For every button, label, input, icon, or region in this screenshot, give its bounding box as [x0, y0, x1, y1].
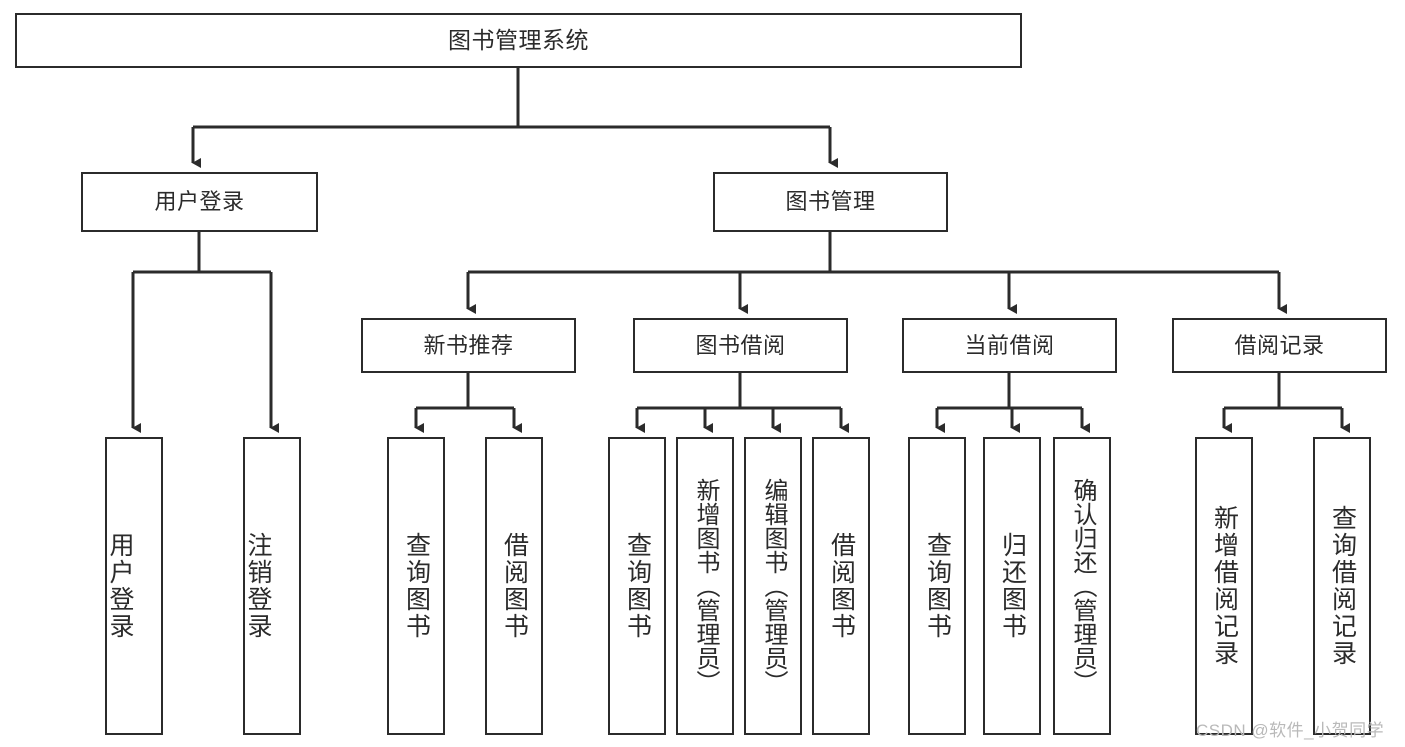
node-leaf-query-book-3-label: 查询图书 [923, 532, 952, 640]
node-current-borrow[interactable]: 当前借阅 [902, 318, 1117, 373]
node-new-book-recommend[interactable]: 新书推荐 [361, 318, 576, 373]
node-user-login[interactable]: 用户登录 [81, 172, 318, 232]
node-leaf-logout-label: 注销登录 [244, 532, 272, 640]
node-borrow-record-label: 借阅记录 [1234, 332, 1325, 358]
node-leaf-edit-book-label: 编辑图书（管理员） [760, 478, 787, 694]
node-new-book-recommend-label: 新书推荐 [423, 332, 514, 358]
node-leaf-logout[interactable]: 注销登录 [243, 437, 301, 735]
node-leaf-confirm-return[interactable]: 确认归还（管理员） [1053, 437, 1111, 735]
node-leaf-query-record-label: 查询借阅记录 [1328, 505, 1357, 667]
node-leaf-add-record-label: 新增借阅记录 [1210, 505, 1239, 667]
node-leaf-borrow-book-1[interactable]: 借阅图书 [485, 437, 543, 735]
node-leaf-query-book-2-label: 查询图书 [623, 532, 652, 640]
node-borrow-record[interactable]: 借阅记录 [1172, 318, 1387, 373]
node-leaf-query-record[interactable]: 查询借阅记录 [1313, 437, 1371, 735]
node-leaf-query-book-3[interactable]: 查询图书 [908, 437, 966, 735]
node-leaf-add-book[interactable]: 新增图书（管理员） [676, 437, 734, 735]
node-leaf-user-login-label: 用户登录 [106, 532, 134, 640]
node-book-borrow[interactable]: 图书借阅 [633, 318, 848, 373]
node-leaf-borrow-book-2[interactable]: 借阅图书 [812, 437, 870, 735]
node-leaf-edit-book[interactable]: 编辑图书（管理员） [744, 437, 802, 735]
node-book-borrow-label: 图书借阅 [695, 332, 786, 358]
node-leaf-add-book-label: 新增图书（管理员） [692, 478, 719, 694]
node-leaf-confirm-return-label: 确认归还（管理员） [1069, 478, 1096, 694]
node-leaf-return-book-label: 归还图书 [998, 532, 1027, 640]
node-book-manage[interactable]: 图书管理 [713, 172, 948, 232]
node-leaf-borrow-book-2-label: 借阅图书 [827, 532, 856, 640]
node-user-login-label: 用户登录 [154, 189, 245, 215]
node-leaf-query-book-1[interactable]: 查询图书 [387, 437, 445, 735]
node-leaf-return-book[interactable]: 归还图书 [983, 437, 1041, 735]
node-current-borrow-label: 当前借阅 [964, 332, 1055, 358]
node-leaf-add-record[interactable]: 新增借阅记录 [1195, 437, 1253, 735]
csdn-watermark: CSDN @软件_小贺同学 [1196, 721, 1385, 740]
node-leaf-borrow-book-1-label: 借阅图书 [500, 532, 529, 640]
node-root[interactable]: 图书管理系统 [15, 13, 1022, 68]
node-root-label: 图书管理系统 [448, 27, 589, 54]
node-leaf-query-book-1-label: 查询图书 [402, 532, 431, 640]
node-leaf-query-book-2[interactable]: 查询图书 [608, 437, 666, 735]
node-book-manage-label: 图书管理 [785, 189, 876, 215]
node-leaf-user-login[interactable]: 用户登录 [105, 437, 163, 735]
